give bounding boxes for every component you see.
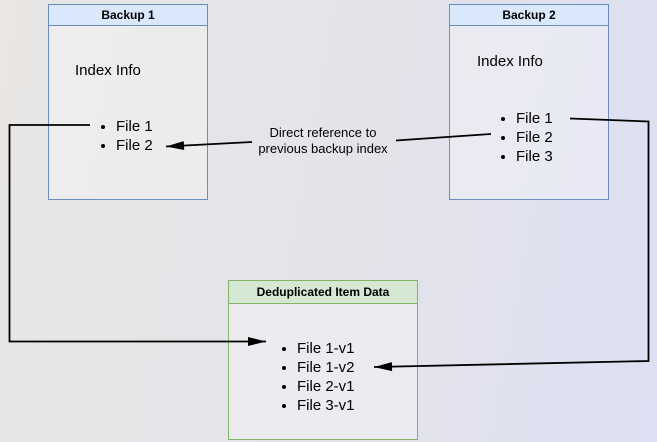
list-item: File 2 bbox=[116, 136, 153, 155]
list-item: File 3-v1 bbox=[297, 396, 355, 415]
backup1-node: Backup 1 Index Info File 1 File 2 bbox=[48, 4, 208, 200]
list-item: File 1 bbox=[116, 117, 153, 136]
list-item: File 1-v1 bbox=[297, 339, 355, 358]
backup2-title: Backup 2 bbox=[450, 5, 608, 26]
dedup-title: Deduplicated Item Data bbox=[229, 281, 417, 304]
list-item: File 1 bbox=[516, 109, 553, 128]
backup2-file-list: File 1 File 2 File 3 bbox=[498, 109, 553, 166]
backup2-node: Backup 2 Index Info File 1 File 2 File 3 bbox=[449, 4, 609, 200]
list-item: File 2-v1 bbox=[297, 377, 355, 396]
list-item: File 2 bbox=[516, 128, 553, 147]
backup1-file-list: File 1 File 2 bbox=[98, 117, 153, 155]
list-item: File 3 bbox=[516, 147, 553, 166]
list-item: File 1-v2 bbox=[297, 358, 355, 377]
backup2-index-info-label: Index Info bbox=[477, 53, 543, 70]
dedup-file-list: File 1-v1 File 1-v2 File 2-v1 File 3-v1 bbox=[279, 339, 355, 415]
dedup-node: Deduplicated Item Data File 1-v1 File 1-… bbox=[228, 280, 418, 440]
backup1-title: Backup 1 bbox=[49, 5, 207, 26]
direct-reference-label: Direct reference to previous backup inde… bbox=[237, 125, 409, 157]
backup1-index-info-label: Index Info bbox=[75, 62, 141, 79]
direct-reference-label-line1: Direct reference to bbox=[269, 125, 377, 140]
direct-reference-label-line2: previous backup index bbox=[258, 141, 388, 156]
